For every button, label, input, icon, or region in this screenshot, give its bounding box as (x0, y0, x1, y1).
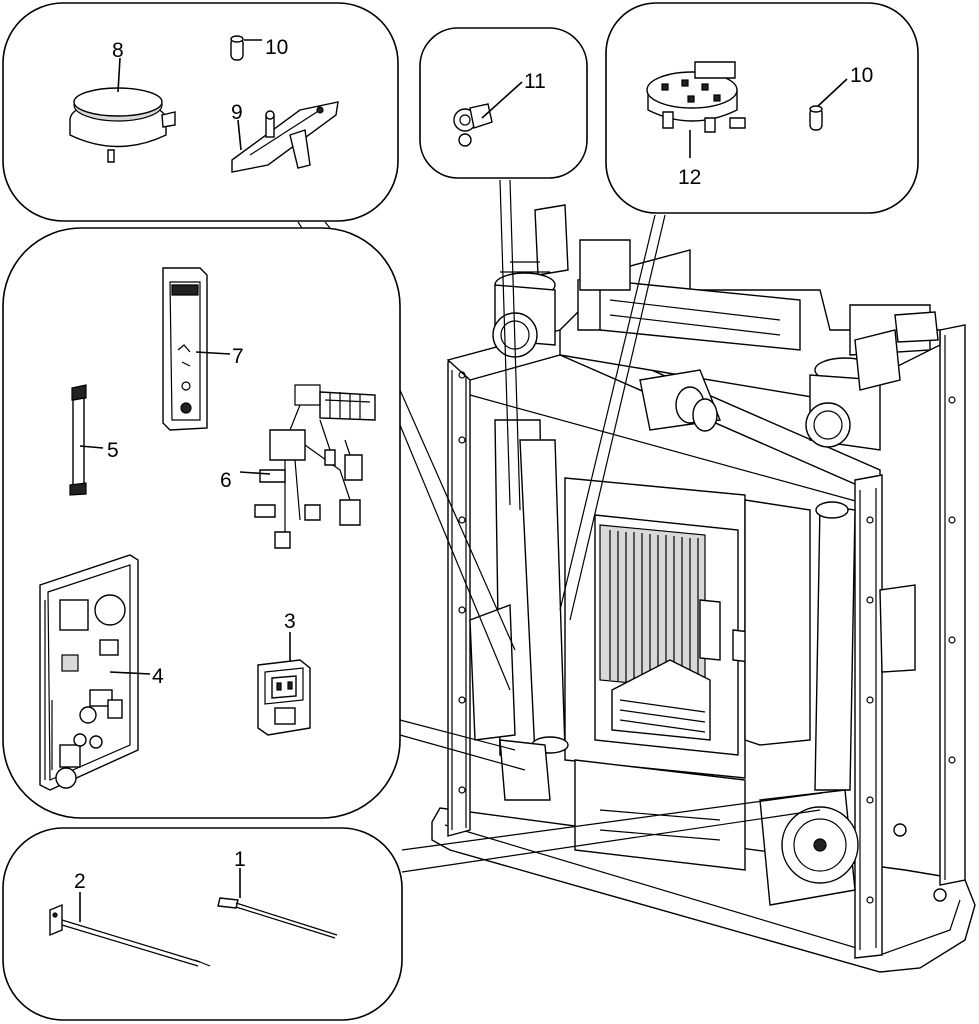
callout-3: 3 (284, 610, 296, 633)
callout-12: 12 (678, 166, 701, 189)
part-10-tube-a (230, 35, 244, 61)
stove-body (431, 204, 976, 973)
part-12-pressure-switch (646, 61, 746, 133)
callout-7: 7 (232, 345, 244, 368)
callout-9: 9 (231, 101, 243, 124)
firebox-grate (609, 530, 711, 741)
group-box-pressure-parts (2, 2, 399, 222)
callout-6: 6 (220, 469, 232, 492)
group-leader-lines (297, 179, 823, 873)
part-3-power-socket (257, 659, 311, 736)
combustion-fan (759, 789, 859, 906)
callout-8: 8 (112, 39, 124, 62)
callout-10b: 10 (850, 64, 873, 87)
part-11-sensor (453, 103, 493, 147)
part-8-pressure-switch (69, 87, 176, 163)
group-box-pressure-switch-2 (605, 2, 919, 214)
part-2-probe (49, 903, 211, 967)
callout-labels: 8 10 9 11 10 12 7 5 6 4 3 1 2 (74, 36, 873, 893)
frame-bolts (458, 371, 956, 904)
part-7-control-panel (162, 267, 208, 431)
callout-2: 2 (74, 870, 86, 893)
part-10-tube-b (809, 105, 823, 131)
part-6-wiring-harness (254, 384, 376, 549)
group-box-sensor (419, 27, 588, 179)
callout-1: 1 (234, 848, 246, 871)
part-1-probe (217, 897, 338, 939)
group-box-probes (2, 827, 403, 1021)
callout-11: 11 (524, 70, 546, 93)
group-box-electronics (2, 227, 401, 819)
part-4-circuit-board (39, 554, 139, 791)
callout-5: 5 (107, 439, 119, 462)
callout-leaders (79, 39, 848, 922)
part-5-cable (69, 384, 87, 496)
smoke-fan-left (492, 261, 556, 358)
smoke-fan-right (805, 329, 901, 451)
callout-4: 4 (152, 665, 164, 688)
callout-10a: 10 (265, 36, 288, 59)
part-9-bracket (231, 101, 339, 173)
